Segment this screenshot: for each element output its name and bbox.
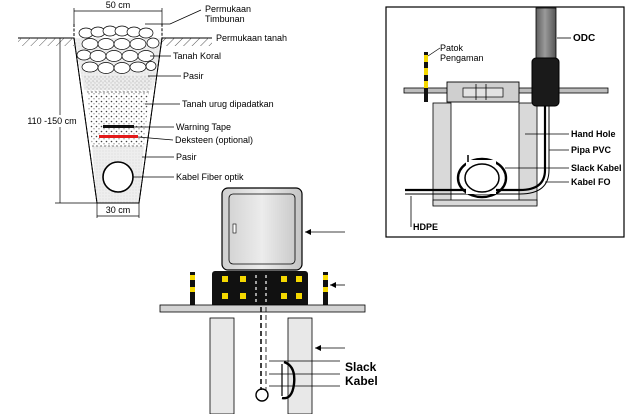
label-pengaman: Pengaman <box>440 53 484 63</box>
label-kabel-fo: Kabel FO <box>571 177 611 187</box>
label-kabel: Kabel <box>345 374 378 388</box>
label-pipa-pvc: Pipa PVC <box>571 145 612 155</box>
dim-top-label: 50 cm <box>106 0 131 10</box>
deksteen <box>99 135 138 138</box>
warning-tape <box>103 125 134 128</box>
label-kabel-fiber: Kabel Fiber optik <box>176 172 244 182</box>
trench-wall-left <box>73 37 98 204</box>
label-pasir-bottom: Pasir <box>176 152 197 162</box>
ground-surface-right <box>162 37 212 46</box>
fiber-cable-icon <box>102 161 134 193</box>
dim-bottom-label: 30 cm <box>106 205 131 215</box>
label-slack: Slack <box>345 360 377 374</box>
cabinet-ground <box>159 304 366 313</box>
trench-wall-right <box>138 37 163 204</box>
label-timbunan: Timbunan <box>205 14 245 24</box>
trench-leaders <box>133 9 206 178</box>
handhole-panel: ODC Patok Pengaman Hand Hole Pipa PVC Sl… <box>385 6 625 238</box>
manhole-wall-left <box>209 317 235 414</box>
cabinet-box <box>221 187 303 271</box>
label-tanah-koral: Tanah Koral <box>173 51 221 61</box>
label-hdpe: HDPE <box>413 222 438 232</box>
label-deksteen: Deksteen (optional) <box>175 135 253 145</box>
label-permukaan-tanah: Permukaan tanah <box>216 33 287 43</box>
cabinet-handle <box>232 223 237 234</box>
dim-depth-label: 110 -150 cm <box>27 116 76 126</box>
trench-outline <box>73 24 163 204</box>
label-tanah-urug: Tanah urug dipadatkan <box>182 99 274 109</box>
ground-surface-left <box>18 37 74 46</box>
handhole-frame <box>385 6 625 238</box>
slack-kabel-icon <box>281 360 296 400</box>
label-hand-hole: Hand Hole <box>571 129 616 139</box>
cabinet-section: Slack Kabel <box>159 187 378 414</box>
label-patok: Patok <box>440 43 464 53</box>
odc-base <box>531 57 560 107</box>
koral-stones <box>76 25 160 74</box>
kabel-fo-line <box>405 106 547 192</box>
slack-coil-icon <box>456 157 508 199</box>
tanah-urug-layer <box>87 92 149 146</box>
label-permukaan: Permukaan <box>205 4 251 14</box>
label-odc: ODC <box>573 33 595 44</box>
handhole-floor <box>432 199 538 207</box>
manhole-wall-right <box>287 317 313 414</box>
label-slack-kabel: Slack Kabel <box>571 163 622 173</box>
label-warning-tape: Warning Tape <box>176 122 231 132</box>
trench-section: 50 cm 30 cm 110 -150 cm Permukaan Timbun… <box>18 0 287 218</box>
patok-pengaman-icon <box>424 52 428 102</box>
pasir-layer-top <box>84 76 152 92</box>
pipa-pvc-line <box>405 106 550 195</box>
label-pasir-top: Pasir <box>183 71 204 81</box>
